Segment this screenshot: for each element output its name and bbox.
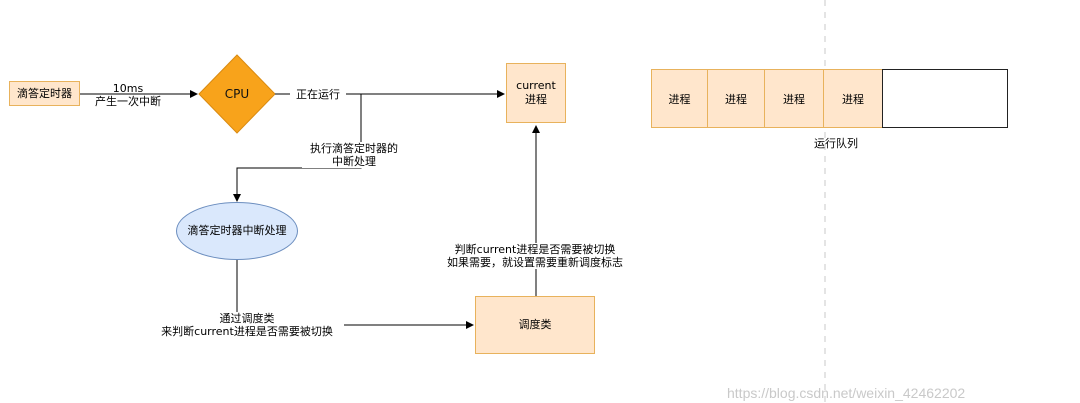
execute-handler-label: 执行滴答定时器的 中断处理 [302,142,406,168]
running-label: 正在运行 [290,88,346,101]
run-queue-empty-slot [882,69,1008,128]
tick-handler-label: 滴答定时器中断处理 [187,224,287,237]
current-process-node: current 进程 [506,63,566,123]
cpu-node-label: CPU [224,87,250,101]
tick-handler-node: 滴答定时器中断处理 [176,202,298,260]
cpu-diamond [198,54,276,134]
run-queue-item: 进程 [651,69,708,128]
run-queue-item: 进程 [823,69,883,128]
run-queue-item-label: 进程 [783,92,805,106]
timer-node-label: 滴答定时器 [17,86,72,100]
run-queue-item: 进程 [707,69,765,128]
edge-cpu-to-handler [233,94,362,202]
current-process-label: current 进程 [516,79,556,106]
scheduler-label: 调度类 [518,318,552,331]
scheduler-node: 调度类 [475,296,595,354]
timer-node: 滴答定时器 [9,81,80,106]
run-queue-item-label: 进程 [725,92,747,106]
need-switch-label: 判断current进程是否需要被切换 如果需要，就设置需要重新调度标志 [432,243,638,269]
run-queue-label: 运行队列 [814,137,858,150]
run-queue-item-label: 进程 [668,92,691,106]
run-queue-item: 进程 [764,69,824,128]
via-scheduler-label: 通过调度类 来判断current进程是否需要被切换 [150,312,344,338]
run-queue-item-label: 进程 [842,92,864,106]
watermark-text: https://blog.csdn.net/weixin_42462202 [727,385,966,401]
interrupt-interval-label: 10ms 产生一次中断 [95,82,161,108]
